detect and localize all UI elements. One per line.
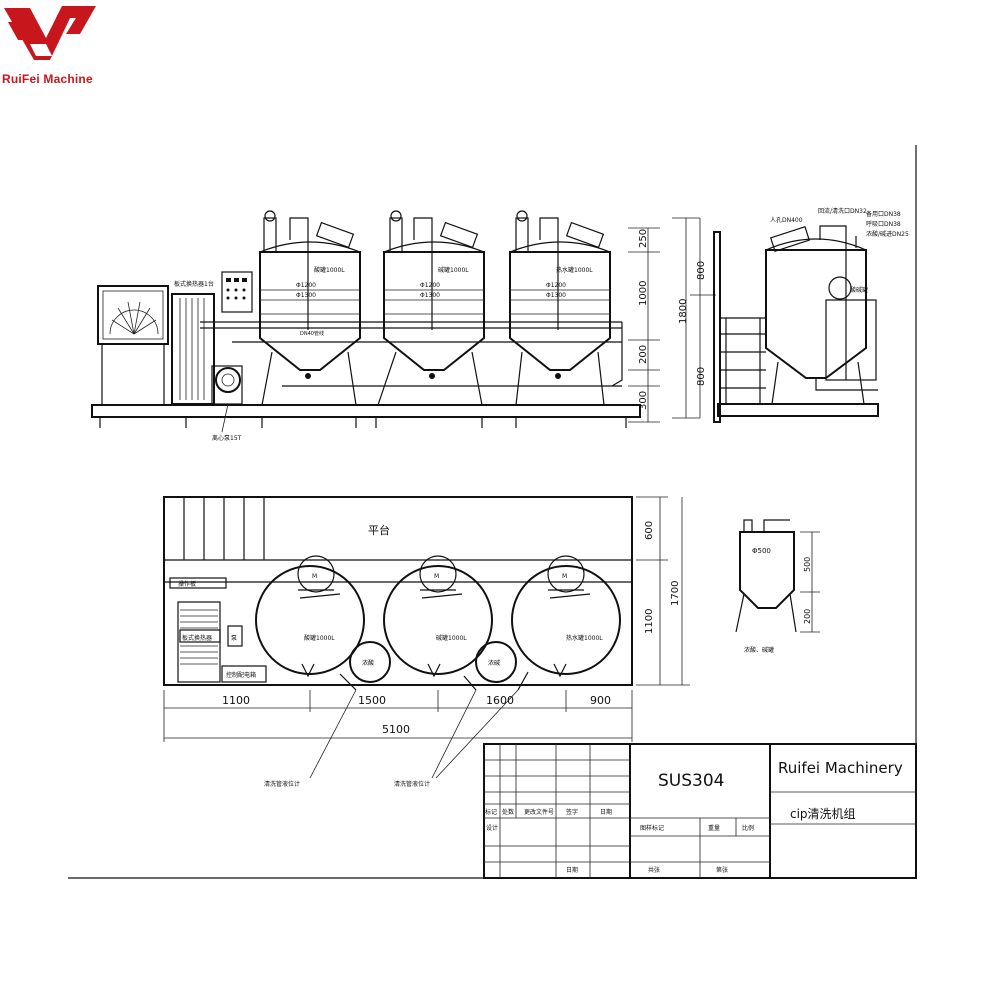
svg-text:图样标记: 图样标记 xyxy=(640,824,664,832)
dim-800-bottom: 800 xyxy=(696,367,707,386)
tank-alkali-dia1: Φ1200 xyxy=(420,282,440,289)
dim-1100-bottom: 1100 xyxy=(222,694,250,707)
pipe-label: DN40管线 xyxy=(300,330,324,337)
side-note-return: 回流/清洗口DN32 xyxy=(818,207,867,215)
small-tank-view: Φ500 500 200 浓酸、碱罐 xyxy=(735,519,820,654)
svg-text:更改文件号: 更改文件号 xyxy=(524,808,554,816)
tank-hotwater-dia1: Φ1200 xyxy=(546,282,566,289)
tank-acid-dia1: Φ1200 xyxy=(296,282,316,289)
small-tank-dia: Φ500 xyxy=(752,547,771,555)
pump-label: 离心泵15T xyxy=(212,434,242,442)
dim-1100-right: 1100 xyxy=(644,609,655,634)
product-name: cip清洗机组 xyxy=(790,807,856,821)
side-note-breather: 呼吸口DN38 xyxy=(866,221,901,228)
dim-600: 600 xyxy=(644,521,655,540)
svg-text:签字: 签字 xyxy=(566,808,578,816)
tank-alkali-dia2: Φ1300 xyxy=(420,292,440,299)
level-gauge-label-1: 清洗管液位计 xyxy=(264,780,300,788)
ruifei-logo: RuiFei Machine xyxy=(0,0,110,95)
dim-1500: 1500 xyxy=(358,694,386,707)
svg-text:标记: 标记 xyxy=(485,808,497,816)
side-note-manhole: 人孔DN400 xyxy=(770,216,803,224)
plan-view: 平台 操作板 板式换热器 泵 控制配电箱 M 酸罐1000L xyxy=(163,496,690,788)
front-view: 板式换热器1台 离心泵15T DN40管线 xyxy=(91,210,716,442)
small-tank-label: 浓酸、碱罐 xyxy=(744,646,774,654)
tank-acid-dia2: Φ1300 xyxy=(296,292,316,299)
svg-text:日期: 日期 xyxy=(566,866,578,874)
tank-alkali-label: 碱罐1000L xyxy=(438,266,469,274)
svg-text:比例: 比例 xyxy=(742,824,754,832)
title-block: SUS304 Ruifei Machinery cip清洗机组 标记 处数 更改… xyxy=(483,743,917,879)
logo-company-name: RuiFei Machine xyxy=(2,72,93,86)
svg-text:M: M xyxy=(562,573,567,580)
dim-200: 200 xyxy=(638,345,649,364)
side-note-spare: 备用口DN38 xyxy=(866,210,901,218)
dim-300: 300 xyxy=(638,391,649,410)
small-tank-h500: 500 xyxy=(803,557,812,572)
tank-hotwater-label: 热水罐1000L xyxy=(556,266,593,274)
dim-800-top: 800 xyxy=(696,261,707,280)
plan-tank-alkali-label: 碱罐1000L xyxy=(436,634,467,642)
dim-1700: 1700 xyxy=(670,581,681,606)
side-note-concentrate: 浓酸/碱进DN25 xyxy=(866,230,909,238)
logo-mark-icon xyxy=(4,6,96,60)
plan-small-alkali-label: 浓碱 xyxy=(488,659,500,667)
small-tank-h200: 200 xyxy=(803,609,812,624)
side-view: 酸碱罐 回流/清洗口DN32 备用口DN38 人孔DN400 呼吸口DN38 浓… xyxy=(713,207,909,423)
plan-heat-exchanger-label: 板式换热器 xyxy=(182,634,212,642)
svg-text:处数: 处数 xyxy=(502,808,514,816)
dim-250: 250 xyxy=(638,229,649,248)
dim-5100: 5100 xyxy=(382,723,410,736)
plan-tank-alkali: M 碱罐1000L xyxy=(383,555,493,678)
dim-1600: 1600 xyxy=(486,694,514,707)
svg-text:共张: 共张 xyxy=(648,866,660,874)
plan-tank-hotwater: M 热水罐1000L xyxy=(511,555,621,678)
material-label: SUS304 xyxy=(658,771,724,791)
tank-acid-label: 酸罐1000L xyxy=(314,266,345,274)
svg-text:重量: 重量 xyxy=(708,824,720,832)
svg-text:日期: 日期 xyxy=(600,808,612,816)
tank-acid-front: 酸罐1000L Φ1200 Φ1300 xyxy=(259,210,361,406)
platform-label: 平台 xyxy=(368,523,390,537)
control-panel-label: 操作板 xyxy=(178,580,196,588)
svg-text:设计: 设计 xyxy=(486,824,498,832)
side-tank-label: 酸碱罐 xyxy=(850,286,868,294)
svg-text:M: M xyxy=(434,573,439,580)
plan-tank-hotwater-label: 热水罐1000L xyxy=(566,634,603,642)
company-name: Ruifei Machinery xyxy=(778,759,903,777)
plan-small-acid-label: 浓酸 xyxy=(362,659,374,667)
dim-1000: 1000 xyxy=(638,281,649,306)
plan-tank-acid: M 酸罐1000L xyxy=(255,555,365,678)
level-gauge-label-2: 清洗管液位计 xyxy=(394,780,430,788)
dim-1800: 1800 xyxy=(678,299,689,324)
tank-hotwater-dia2: Φ1300 xyxy=(546,292,566,299)
tank-alkali-front: 碱罐1000L Φ1200 Φ1300 xyxy=(377,210,485,406)
heat-exchanger-label: 板式换热器1台 xyxy=(174,280,214,288)
plan-tank-acid-label: 酸罐1000L xyxy=(304,634,335,642)
pump-box-label: 泵 xyxy=(231,635,237,642)
tank-hotwater-front: 热水罐1000L Φ1200 Φ1300 xyxy=(509,210,611,406)
svg-text:第张: 第张 xyxy=(716,866,728,874)
svg-text:M: M xyxy=(312,573,317,580)
dim-900: 900 xyxy=(590,694,611,707)
electric-cabinet-label: 控制配电箱 xyxy=(226,671,256,679)
